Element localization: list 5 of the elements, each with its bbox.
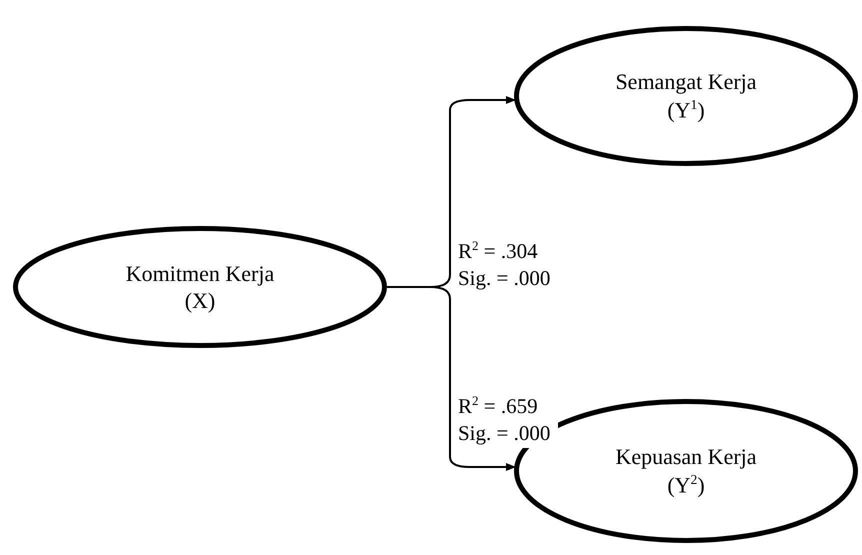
edge-label: R$^{2}$ = .659 Sig. = .000 [458,393,558,448]
node-label: Komitmen Kerja (X) [124,260,276,314]
arrow [387,286,516,471]
node-label: Semangat Kerja (Y$^{1}$) [614,68,758,124]
node-label: Kepuasan Kerja (Y$^{2}$) [614,443,758,499]
